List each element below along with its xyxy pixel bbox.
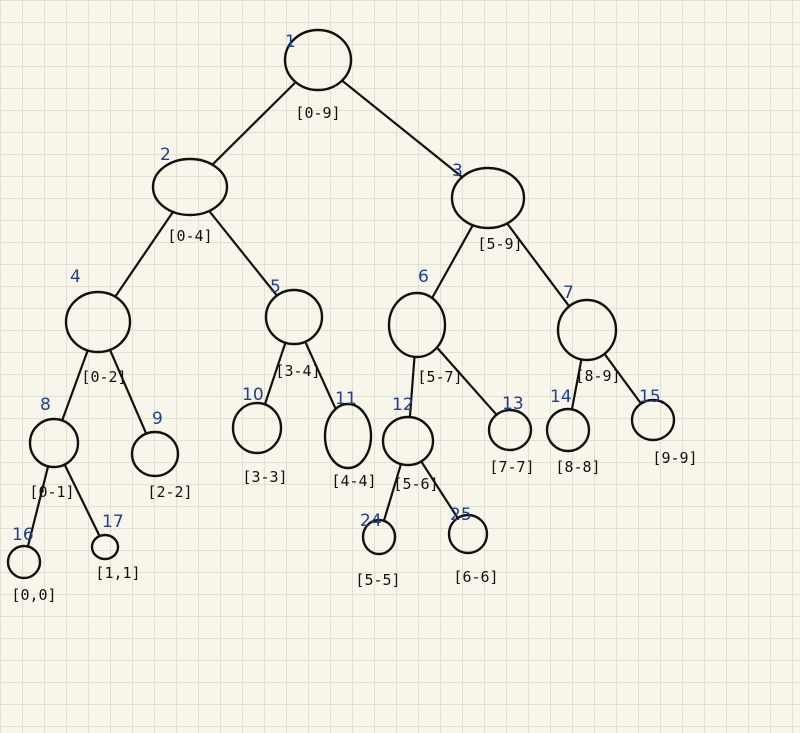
node-circle [361,518,397,556]
node-range-label: [0-1] [29,483,74,501]
node-range-label: [5-7] [417,368,462,386]
tree-edge-4-9 [108,348,148,435]
node-circle [283,28,353,92]
tree-node-24: 24 [5-5] [355,511,400,589]
node-index-label: 2 [160,145,171,165]
node-range-label: [3-3] [242,468,287,486]
node-index-label: 11 [335,389,357,409]
node-range-label: [6-6] [453,568,498,586]
node-index-label: 14 [550,387,572,407]
node-range-label: [3-4] [275,362,320,380]
node-index-label: 6 [418,267,429,287]
tree-node-25: 25 [6-6] [447,505,499,586]
node-range-label: [4-4] [331,472,376,490]
node-circle [264,288,324,346]
tree-edge-6-13 [435,346,498,416]
tree-edges [26,79,643,548]
tree-node-5: 5 [3-4] [264,277,324,380]
tree-node-17: 17 [1,1] [90,512,141,582]
tree-edge-5-10 [263,341,287,406]
node-circle [151,157,229,217]
node-circle [130,430,180,478]
tree-node-11: 11 [4-4] [323,389,377,490]
node-circle [450,166,526,230]
tree-edge-8-16 [26,465,50,548]
node-index-label: 9 [152,409,163,429]
node-index-label: 25 [450,505,472,525]
node-circle [64,290,132,354]
tree-node-2: 2 [0-4] [151,145,229,245]
node-index-label: 12 [392,395,414,415]
tree-node-1: 1 [0-9] [283,28,353,122]
node-index-label: 15 [639,387,661,407]
tree-edge-7-14 [570,358,583,411]
tree-node-15: 15 [9-9] [630,387,698,467]
node-index-label: 17 [102,512,124,532]
node-circle [6,544,42,580]
tree-node-7: 7 [8-9] [556,283,621,385]
tree-node-9: 9 [2-2] [130,409,193,501]
tree-edge-4-8 [61,349,89,422]
tree-nodes: 1 [0-9] 2 [0-4] 3 [5-9] 4 [0-2] 5 [3-4] 6 [5-7] 7 [8-… [6,28,698,604]
node-range-label: [9-9] [652,449,697,467]
node-circle [630,398,676,442]
node-circle [556,298,618,362]
tree-node-6: 6 [5-7] [387,267,463,386]
tree-node-8: 8 [0-1] [28,395,80,501]
node-range-label: [8-9] [575,367,620,385]
node-index-label: 16 [12,525,34,545]
tree-edge-12-24 [382,463,403,522]
node-index-label: 3 [452,161,463,181]
node-range-label: [2-2] [147,483,192,501]
node-circle [381,415,435,467]
tree-edge-5-11 [304,340,337,410]
tree-edge-6-12 [408,355,416,419]
tree-node-13: 13 [7-7] [487,394,535,476]
tree-edge-3-7 [506,222,571,308]
node-circle [323,402,373,470]
tree-edge-12-25 [420,460,459,520]
tree-node-4: 4 [0-2] [64,267,132,386]
tree-edge-1-3 [341,79,464,179]
node-range-label: [0-9] [295,104,340,122]
tree-edge-7-15 [603,352,643,405]
node-index-label: 13 [502,394,524,414]
tree-node-10: 10 [3-3] [231,385,288,486]
node-index-label: 8 [40,395,51,415]
tree-edge-3-6 [431,224,474,300]
node-range-label: [5-6] [393,475,438,493]
node-circle [447,513,489,555]
node-index-label: 24 [360,511,382,531]
node-range-label: [5-9] [477,235,522,253]
node-range-label: [1,1] [95,564,140,582]
tree-node-12: 12 [5-6] [381,395,439,493]
node-range-label: [0-4] [167,227,212,245]
tree-edge-2-5 [208,209,278,297]
node-circle [545,407,591,453]
node-range-label: [0-2] [81,368,126,386]
tree-edge-8-17 [63,463,101,538]
node-index-label: 1 [285,32,296,52]
node-index-label: 5 [270,277,281,297]
node-range-label: [0,0] [11,586,56,604]
tree-node-3: 3 [5-9] [450,161,526,253]
tree-edge-1-2 [211,80,297,166]
node-range-label: [8-8] [555,458,600,476]
tree-edge-2-4 [114,210,175,298]
node-circle [90,533,120,561]
node-range-label: [7-7] [489,458,534,476]
tree-node-14: 14 [8-8] [545,387,601,476]
node-circle [387,291,447,359]
node-index-label: 4 [70,267,81,287]
node-circle [28,417,80,469]
node-range-label: [5-5] [355,571,400,589]
tree-node-16: 16 [0,0] [6,525,57,604]
node-circle [487,408,533,452]
node-index-label: 10 [242,385,264,405]
node-index-label: 7 [563,283,574,303]
node-circle [231,401,283,455]
